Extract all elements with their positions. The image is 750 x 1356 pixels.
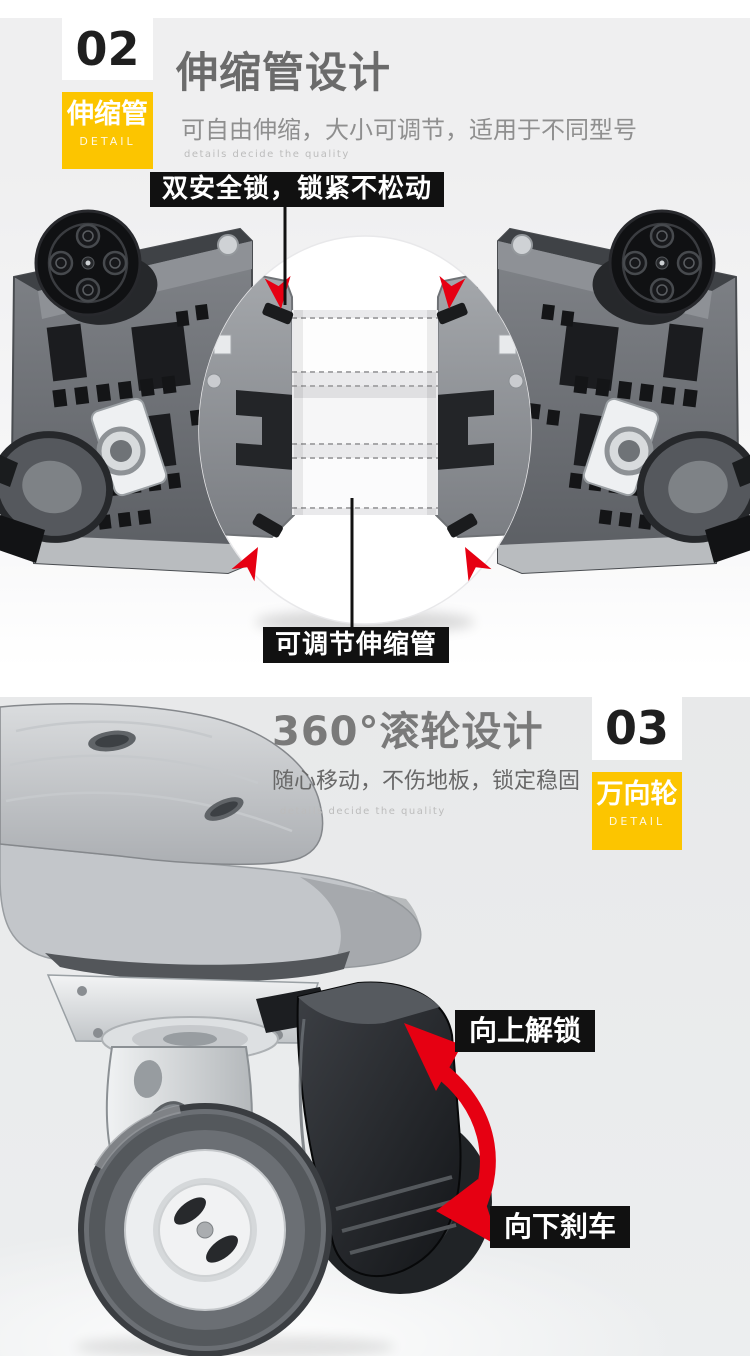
mount-bracket [0, 702, 422, 982]
callout-adjustable-tube: 可调节伸缩管 [263, 627, 450, 663]
callout-unlock-up: 向上解锁 [455, 1010, 596, 1052]
brake-direction-arrow [404, 1023, 500, 1247]
leader-line-top [283, 205, 287, 305]
section3-badge: 万向轮 DETAIL [592, 772, 682, 850]
leader-line-bottom [350, 498, 354, 635]
section3-number-block: 03 万向轮 DETAIL [592, 696, 682, 850]
section2-number: 02 [62, 17, 153, 80]
section2-title: 伸缩管设计 [176, 48, 392, 97]
telescopic-tube-closeup [199, 274, 531, 538]
section3-tagline: details decide the quality [280, 806, 446, 817]
section2-subtitle: 可自由伸缩，大小可调节，适用于不同型号 [181, 116, 637, 144]
telescopic-base-photo [0, 165, 750, 668]
section3-title: 360°滚轮设计 [272, 709, 544, 755]
section2-number-block: 02 伸缩管 DETAIL [62, 17, 153, 169]
section2-tagline: details decide the quality [184, 149, 350, 160]
section3-subtitle: 随心移动，不伤地板，锁定稳固 [272, 769, 581, 794]
section2-badge: 伸缩管 DETAIL [62, 92, 153, 169]
section3-badge-title: 万向轮 [596, 779, 678, 810]
section2-badge-title: 伸缩管 [67, 99, 148, 130]
telescopic-tubes [292, 310, 438, 515]
section2-badge-subtitle: DETAIL [79, 135, 136, 148]
callout-double-lock: 双安全锁，锁紧不松动 [150, 172, 445, 207]
callout-brake-down: 向下刹车 [490, 1206, 631, 1248]
section3-badge-subtitle: DETAIL [608, 815, 666, 828]
section3-number: 03 [592, 696, 682, 760]
front-wheel [78, 1103, 332, 1356]
lock-tabs [252, 302, 478, 538]
machine-half-right [498, 211, 750, 573]
